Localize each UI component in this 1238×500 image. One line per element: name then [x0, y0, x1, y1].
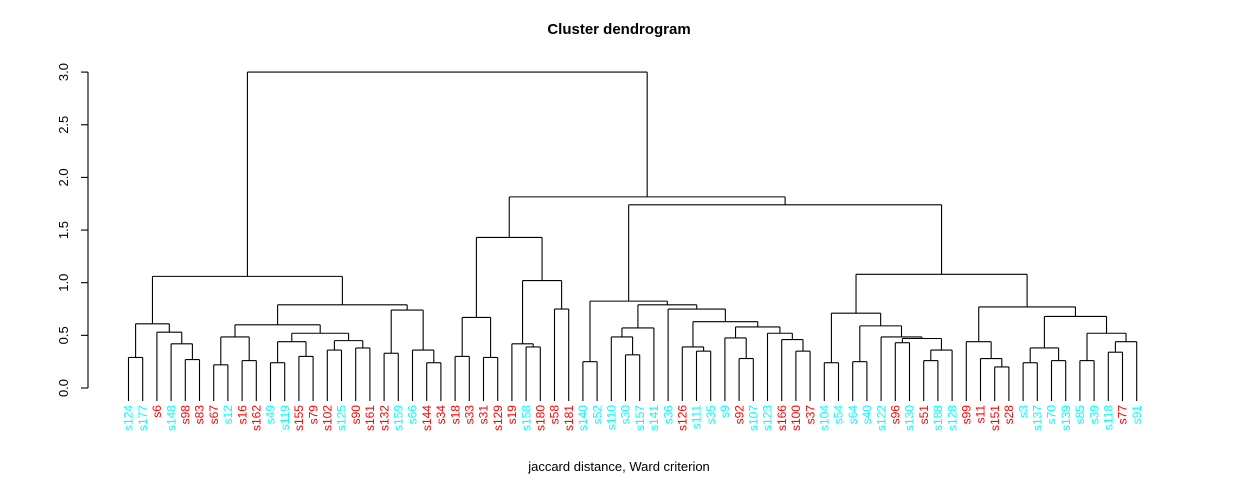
- leaf-label: s79: [306, 405, 320, 425]
- leaf-label: s122: [874, 405, 888, 431]
- leaf-label: s77: [1116, 405, 1130, 425]
- leaf-label: s30: [619, 405, 633, 425]
- y-axis-tick-label: 0.0: [56, 379, 71, 397]
- leaf-label: s104: [818, 405, 832, 431]
- leaf-label: s107: [747, 405, 761, 431]
- leaf-label: s181: [562, 405, 576, 431]
- leaf-label: s90: [349, 405, 363, 425]
- leaf-label: s12: [221, 405, 235, 425]
- y-axis-tick-label: 0.5: [56, 326, 71, 344]
- leaf-label: s66: [406, 405, 420, 425]
- leaf-label: s52: [590, 405, 604, 425]
- leaf-label: s151: [988, 405, 1002, 431]
- leaf-label: s158: [519, 405, 533, 431]
- chart-title: Cluster dendrogram: [547, 21, 691, 38]
- leaf-label: s132: [377, 405, 391, 431]
- leaf-label: s91: [1130, 405, 1144, 425]
- leaf-label: s139: [1059, 405, 1073, 431]
- leaf-label: s130: [903, 405, 917, 431]
- y-axis-tick-label: 3.0: [56, 63, 71, 81]
- leaf-label: s9: [718, 405, 732, 418]
- leaf-label: s39: [1087, 405, 1101, 425]
- y-axis-tick-label: 1.0: [56, 274, 71, 292]
- leaf-label: s102: [321, 405, 335, 431]
- leaf-label: s140: [576, 405, 590, 431]
- leaf-label: s28: [1002, 405, 1016, 425]
- leaf-label: s141: [647, 405, 661, 431]
- leaf-label: s110: [605, 405, 619, 430]
- leaf-label: s83: [193, 405, 207, 425]
- leaf-label: s92: [732, 405, 746, 425]
- leaf-label: s34: [434, 405, 448, 425]
- y-axis-tick-label: 1.5: [56, 221, 71, 239]
- leaf-label: s162: [250, 405, 264, 431]
- leaf-label: s128: [945, 405, 959, 431]
- leaf-label: s180: [534, 405, 548, 431]
- leaf-label: s144: [420, 405, 434, 431]
- leaf-label: s111: [690, 405, 704, 430]
- leaf-label: s98: [179, 405, 193, 425]
- leaf-label: s159: [392, 405, 406, 431]
- leaf-label: s40: [860, 405, 874, 425]
- leaf-label: s18: [448, 405, 462, 425]
- leaf-label: s161: [363, 405, 377, 431]
- leaf-label: s35: [704, 405, 718, 425]
- y-axis-tick-label: 2.5: [56, 116, 71, 134]
- leaf-label: s85: [1073, 405, 1087, 425]
- leaf-label: s16: [235, 405, 249, 425]
- leaf-label: s96: [889, 405, 903, 425]
- leaf-label: s37: [803, 405, 817, 425]
- leaf-label: s99: [960, 405, 974, 425]
- leaf-label: s51: [917, 405, 931, 425]
- leaf-label: s125: [335, 405, 349, 431]
- leaf-label: s33: [463, 405, 477, 425]
- leaf-label: s11: [974, 405, 988, 424]
- leaf-label: s129: [491, 405, 505, 431]
- x-axis-caption: jaccard distance, Ward criterion: [528, 459, 710, 474]
- leaf-label: s67: [207, 405, 221, 425]
- leaf-label: s137: [1031, 405, 1045, 431]
- leaf-label: s19: [505, 405, 519, 425]
- leaf-label: s3: [1016, 405, 1030, 418]
- leaf-label: s54: [832, 405, 846, 425]
- leaf-label: s36: [661, 405, 675, 425]
- leaf-label: s123: [761, 405, 775, 431]
- leaf-label: s49: [264, 405, 278, 425]
- y-axis-tick-label: 2.0: [56, 168, 71, 186]
- leaf-label: s6: [150, 405, 164, 418]
- leaf-label: s64: [846, 405, 860, 425]
- leaf-label: s166: [775, 405, 789, 431]
- leaf-label: s155: [292, 405, 306, 431]
- leaf-label: s58: [548, 405, 562, 425]
- leaf-label: s100: [789, 405, 803, 431]
- leaf-label: s118: [1102, 405, 1116, 430]
- leaf-label: s148: [164, 405, 178, 431]
- leaf-label: s157: [633, 405, 647, 431]
- leaf-label: s126: [676, 405, 690, 431]
- leaf-label: s70: [1045, 405, 1059, 425]
- leaf-label: s31: [477, 405, 491, 425]
- leaf-label: s177: [136, 405, 150, 431]
- leaf-label: s188: [931, 405, 945, 431]
- leaf-label: s124: [122, 405, 136, 431]
- leaf-label: s119: [278, 405, 292, 430]
